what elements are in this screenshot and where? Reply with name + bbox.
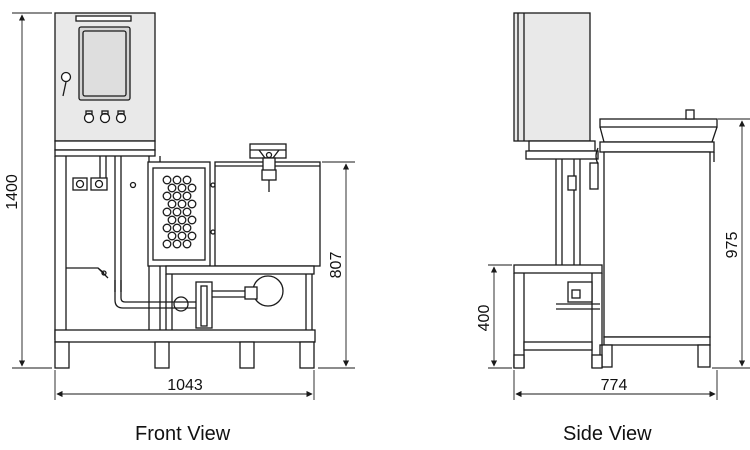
dim-overall-height-label: 1400 <box>4 174 21 210</box>
dim-tank-height-label: 807 <box>328 252 345 279</box>
side-view-drawing <box>488 12 750 400</box>
filter-box <box>147 161 216 267</box>
side-cabinet <box>513 12 599 160</box>
dim-overall-width-label: 1043 <box>167 377 203 394</box>
front-view-drawing <box>12 12 355 400</box>
side-dimensions <box>488 118 750 400</box>
front-tank <box>165 143 321 330</box>
side-tank <box>595 109 718 368</box>
side-frame <box>513 264 603 369</box>
dim-frame-height-label: 400 <box>476 305 493 332</box>
front-view-caption: Front View <box>135 423 231 445</box>
dim-side-tank-height-label: 975 <box>724 232 741 259</box>
dim-depth-label: 774 <box>601 377 628 394</box>
side-view-caption: Side View <box>563 423 652 445</box>
control-cabinet <box>54 12 156 142</box>
front-dimensions <box>12 12 355 400</box>
